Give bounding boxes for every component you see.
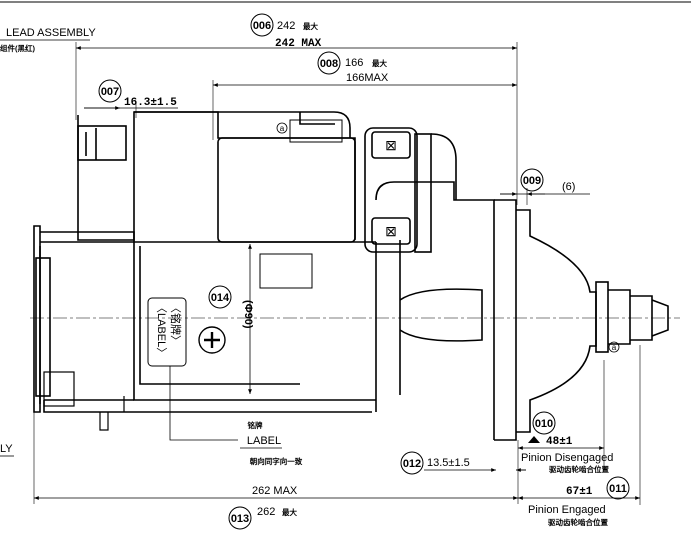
dim-262-cn: 最大 bbox=[282, 507, 297, 517]
dim-13-5: 13.5±1.5 bbox=[427, 457, 470, 469]
dimension-010: 010 48±1 Pinion Disengaged 驱动齿轮啮合位置 bbox=[518, 360, 613, 474]
dim-166-cn: 最大 bbox=[372, 58, 387, 68]
pinion-disengaged-en: Pinion Disengaged bbox=[521, 452, 613, 464]
dim-48: 48±1 bbox=[546, 436, 573, 448]
dimension-012: 012 13.5±1.5 bbox=[400, 451, 526, 475]
solenoid-screws: ⊠ ⊠ bbox=[385, 137, 397, 239]
nameplate-en: LABEL bbox=[247, 435, 281, 447]
left-edge-label: LY bbox=[0, 443, 13, 455]
balloon-011: 011 bbox=[609, 483, 627, 495]
label-vertical-cn: 〈铭牌〉 bbox=[169, 302, 183, 346]
starter-body bbox=[33, 111, 669, 441]
dim-16-3: 16.3±1.5 bbox=[124, 97, 177, 109]
dim-242-cn: 最大 bbox=[303, 21, 318, 31]
nameplate-note-cn: 朝向同字向一致 bbox=[250, 456, 303, 466]
dimension-014: 014 (Φ90) bbox=[208, 244, 254, 394]
dim-6: (6) bbox=[562, 181, 575, 193]
dimension-013: 262 MAX 013 262 最大 bbox=[33, 412, 519, 530]
lead-assembly-label: LEAD ASSEMBLY bbox=[6, 27, 96, 39]
balloon-013: 013 bbox=[231, 513, 249, 525]
dimension-008: 008 166 最大 166MAX bbox=[212, 51, 517, 140]
balloon-008: 008 bbox=[320, 58, 338, 70]
balloon-010: 010 bbox=[535, 418, 553, 430]
balloon-014: 014 bbox=[211, 292, 230, 304]
dim-242-value: 242 bbox=[277, 20, 295, 32]
balloon-012: 012 bbox=[403, 458, 421, 470]
svg-text:⊠: ⊠ bbox=[385, 223, 397, 239]
dim-262-value: 262 bbox=[257, 506, 275, 518]
pinion-engaged-cn: 驱动齿轮啮合位置 bbox=[548, 517, 608, 527]
dimension-011: 67±1 011 Pinion Engaged 驱动齿轮啮合位置 bbox=[518, 345, 641, 527]
dim-166-value: 166 bbox=[345, 57, 363, 69]
nameplate-note: 铭牌 LABEL 朝向同字向一致 bbox=[169, 366, 303, 466]
dim-166-max: 166MAX bbox=[346, 72, 389, 84]
marker-a-pinion: a bbox=[612, 343, 617, 352]
dim-262-max: 262 MAX bbox=[252, 485, 298, 497]
dimension-006: 006 242 最大 242 MAX bbox=[75, 13, 518, 205]
pinion-engaged-en: Pinion Engaged bbox=[528, 504, 606, 516]
dimension-009: 009 (6) bbox=[500, 168, 590, 205]
balloon-007: 007 bbox=[101, 86, 119, 98]
label-vertical-en: 〈LABEL〉 bbox=[155, 302, 168, 358]
nameplate-cn: 铭牌 bbox=[248, 420, 263, 430]
dimension-007: 007 16.3±1.5 bbox=[84, 79, 178, 118]
pinion-disengaged-cn: 驱动齿轮啮合位置 bbox=[549, 464, 609, 474]
marker-a-top: a bbox=[280, 124, 285, 133]
balloon-006: 006 bbox=[253, 20, 271, 32]
dim-diameter-90: (Φ90) bbox=[242, 300, 254, 329]
svg-text:⊠: ⊠ bbox=[385, 137, 397, 153]
lead-assembly-label-cn: 组件(黑红) bbox=[0, 43, 35, 53]
solenoid-caps bbox=[364, 127, 457, 253]
dim-67: 67±1 bbox=[566, 486, 593, 498]
balloon-009: 009 bbox=[523, 175, 541, 187]
